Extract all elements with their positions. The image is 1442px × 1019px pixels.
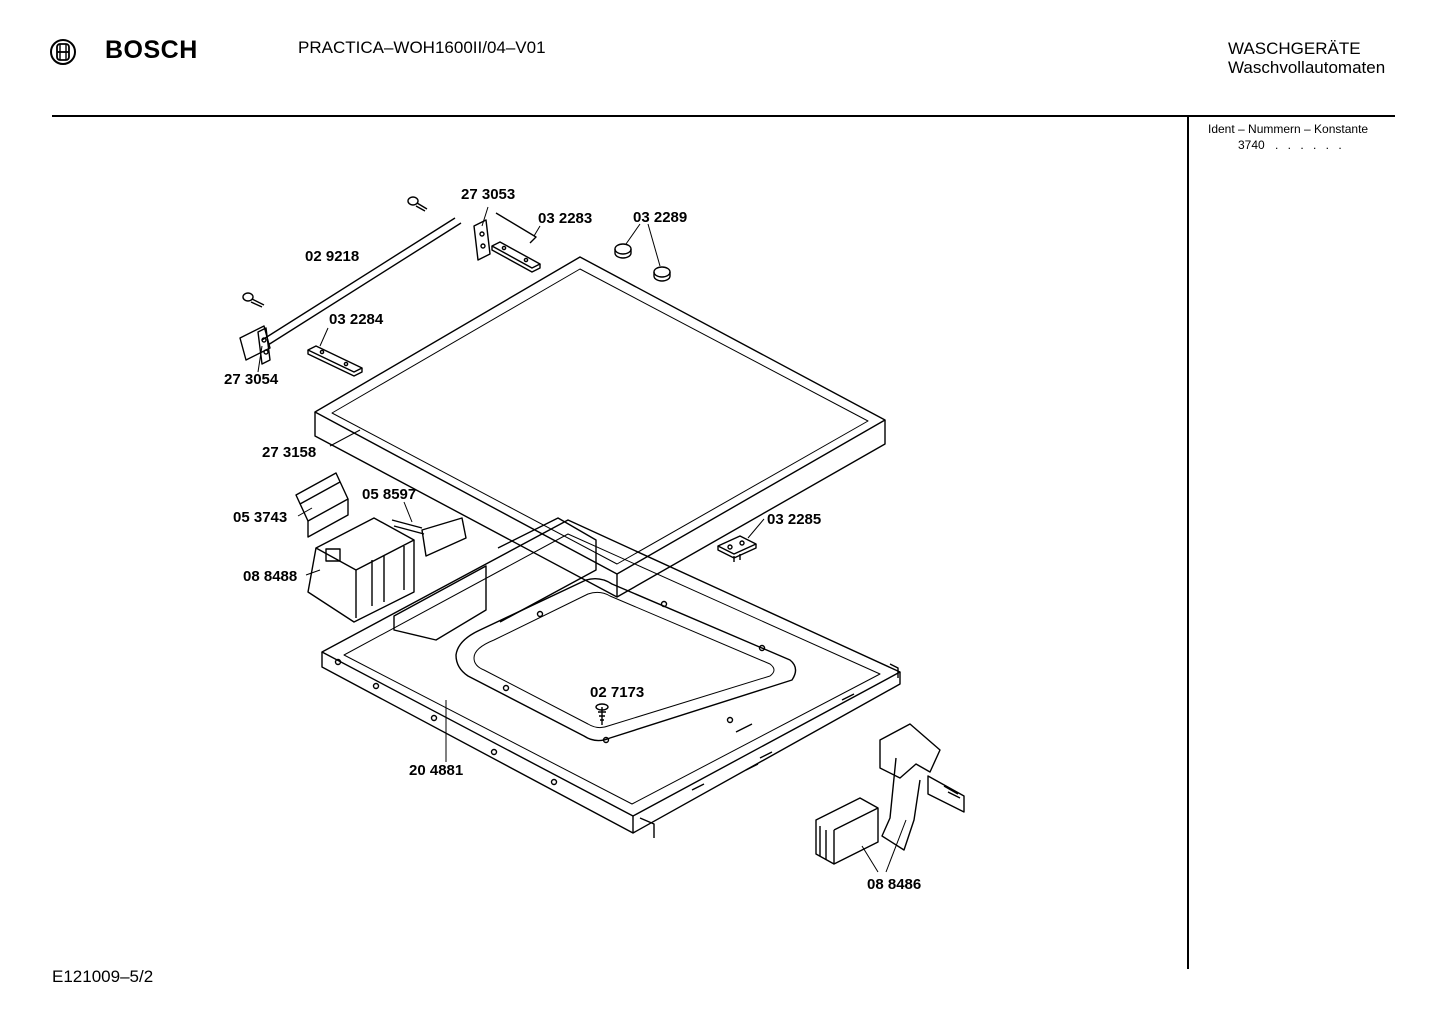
rubber-foot [614,243,632,259]
category-title: WASCHGERÄTE [1228,39,1361,58]
hinge-plate [307,345,363,377]
subcategory-title: Waschvollautomaten [1228,58,1386,77]
brand-name: BOSCH [105,36,198,64]
hinge-bracket [473,212,537,261]
part-label: 03 2284 [329,311,384,328]
part-label: 03 2289 [633,209,687,226]
worktop-lid [314,256,886,598]
part-label: 02 9218 [305,248,359,265]
part-label: 20 4881 [409,762,463,779]
part-label: 03 2285 [767,511,821,528]
ident-value: 3740 [1238,138,1265,152]
part-label: 02 7173 [590,684,644,701]
hinge-rod [261,217,462,346]
door-lock-switch [879,723,965,851]
header-divider [52,115,1395,117]
hinge-plate [491,241,541,273]
part-label: 27 3054 [224,371,279,388]
ident-dots: . . . . . . [1275,138,1345,152]
model-number: PRACTICA–WOH1600II/04–V01 [298,38,546,57]
part-label: 03 2283 [538,210,592,227]
bosch-logo-icon [50,39,76,65]
part-label: 05 8597 [362,486,416,503]
hinge-bracket [239,325,271,365]
exploded-parts-diagram: 02 9218 27 3053 03 2283 03 2289 03 2284 … [224,186,965,893]
part-label: 05 3743 [233,509,287,526]
ident-label: Ident – Nummern – Konstante [1208,122,1369,136]
screw-icon [407,196,428,212]
siphon-part [391,517,467,557]
sidebar-divider [1187,117,1189,969]
drawer-handle [295,472,349,538]
screw-icon [595,703,609,725]
frame-base [321,517,901,838]
part-label: 08 8486 [867,876,921,893]
leader-lines [257,206,907,873]
detergent-box [307,517,415,623]
part-label: 08 8488 [243,568,297,585]
interference-suppressor [815,797,879,865]
hinge-plate [717,535,757,562]
part-label: 27 3158 [262,444,316,461]
rubber-foot [653,266,671,282]
part-label: 27 3053 [461,186,515,203]
drawing-code: E121009–5/2 [52,967,154,986]
screw-icon [242,292,265,308]
